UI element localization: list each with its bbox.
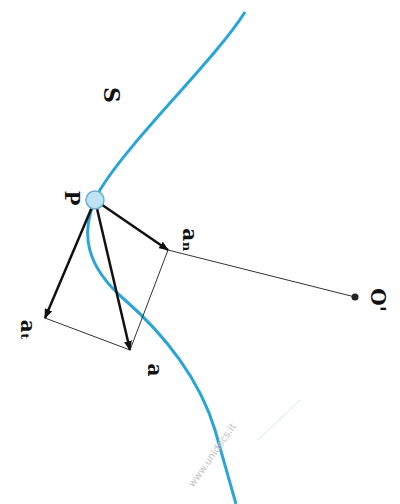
curve-label: S [101, 87, 123, 103]
vector-label: aₜ [18, 320, 38, 340]
particle [86, 191, 104, 209]
center-point [352, 294, 359, 301]
vector-label: aₙ [180, 228, 200, 251]
vector-label: a [145, 364, 165, 377]
acceleration-vector [95, 200, 130, 350]
parallelogram-side [130, 250, 168, 350]
parallelogram-side [45, 318, 130, 350]
point-label: P [62, 190, 82, 205]
faint-line [258, 400, 300, 440]
tangent-vector [45, 200, 95, 318]
trajectory-curve [88, 12, 245, 504]
radius-line [168, 250, 355, 297]
point-label: O' [368, 288, 388, 312]
